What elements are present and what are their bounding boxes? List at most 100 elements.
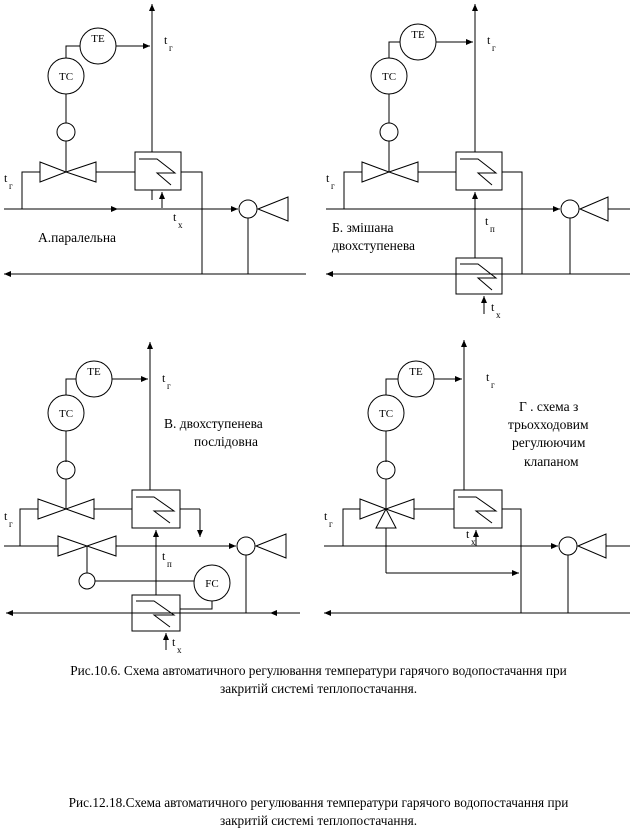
valve-actuator	[78, 572, 96, 590]
signal-line	[385, 378, 398, 395]
caption-line: Рис.12.18.Схема автоматичного регулюванн…	[68, 795, 569, 810]
signal-line	[65, 45, 80, 58]
tc-label: TC	[59, 408, 73, 420]
t-subscript: г	[492, 43, 496, 53]
heat-exchanger-coil	[458, 496, 498, 524]
t-subscript: х	[471, 537, 476, 547]
scheme-b-label-1: Б. змішана	[332, 220, 394, 235]
scheme-a-label: А.паралельна	[38, 230, 116, 245]
t-subscript: г	[9, 519, 13, 529]
control-valve	[39, 161, 68, 183]
check-valve	[576, 533, 607, 559]
check-valve	[254, 533, 287, 559]
supply-branch	[19, 508, 38, 546]
signal-line	[388, 41, 400, 58]
te-label: TE	[409, 366, 423, 378]
t-subscript: г	[167, 381, 171, 391]
valve-actuator	[376, 460, 396, 480]
t-label: t	[491, 300, 495, 314]
pump	[558, 536, 578, 556]
control-valve	[387, 161, 419, 183]
scheme-v-label-1: В. двохступенева	[164, 416, 263, 431]
pipe	[502, 508, 522, 613]
control-valve	[361, 161, 391, 183]
t-label: t	[326, 171, 330, 185]
caption-line: закритій системі теплопостачання.	[219, 813, 418, 828]
scheme-g-label-2: трьохходовим	[508, 417, 589, 432]
tc-label: TC	[59, 71, 73, 83]
scheme-v-label-2: послідовна	[194, 434, 258, 449]
pipe	[181, 171, 203, 274]
t-subscript: х	[178, 220, 183, 230]
heat-exchanger	[455, 257, 503, 295]
supply-branch	[342, 508, 360, 546]
heat-exchanger-coil	[460, 158, 498, 186]
check-valve	[578, 196, 609, 222]
t-label: t	[487, 33, 491, 47]
scheme-b-label-2: двохступенева	[332, 238, 415, 253]
t-label: t	[4, 171, 8, 185]
pipe	[502, 171, 523, 274]
scheme-g-label-3: регулюючим	[512, 435, 586, 450]
scheme-g: TE t г TC t х t г Г . схема з	[324, 340, 630, 616]
caption-line: Рис.10.6. Схема автоматичного регулюванн…	[70, 663, 567, 678]
caption-line: закритій системі теплопостачання.	[219, 681, 418, 696]
fc-label: FC	[205, 578, 218, 590]
heat-exchanger	[134, 151, 182, 191]
t-subscript: г	[331, 181, 335, 191]
supply-branch	[21, 171, 40, 209]
te-label: TE	[87, 366, 101, 378]
t-label: t	[172, 635, 176, 649]
control-valve	[85, 535, 117, 557]
t-subscript: г	[329, 519, 333, 529]
t-label: t	[486, 370, 490, 384]
t-label: t	[162, 371, 166, 385]
t-label: t	[4, 509, 8, 523]
t-subscript: п	[167, 559, 172, 569]
signal-line	[65, 378, 76, 395]
pump	[560, 199, 580, 219]
signal-line	[180, 601, 213, 610]
supply-branch	[343, 171, 362, 209]
tc-label: TC	[382, 71, 396, 83]
control-valve	[64, 161, 97, 183]
heat-exchanger-coil	[136, 600, 176, 628]
heat-exchanger	[131, 489, 181, 529]
scheme-b: TE t г TC t г t п t х	[326, 4, 630, 320]
control-valve	[57, 535, 89, 557]
control-valve	[37, 498, 68, 520]
t-label: t	[485, 214, 489, 228]
tc-label: TC	[379, 408, 393, 420]
t-subscript: г	[491, 380, 495, 390]
t-label: t	[466, 527, 470, 541]
scheme-v: TE t г TC t г FC	[4, 342, 300, 655]
t-subscript: г	[9, 181, 13, 191]
heat-exchanger-coil	[139, 158, 177, 186]
heat-exchanger-coil	[136, 496, 176, 524]
t-label: t	[173, 210, 177, 224]
te-label: TE	[91, 33, 105, 45]
valve-actuator	[56, 460, 76, 480]
t-subscript: х	[177, 645, 182, 655]
figure-caption-second: Рис.12.18.Схема автоматичного регулюванн…	[0, 794, 637, 830]
pump	[236, 536, 256, 556]
t-subscript: г	[169, 43, 173, 53]
check-valve	[256, 196, 289, 222]
heat-exchanger	[455, 151, 503, 191]
te-label: TE	[411, 29, 425, 41]
scheme-a: TE t г TC t х t г А.паралельна	[3, 4, 306, 277]
control-valve	[64, 498, 95, 520]
t-label: t	[324, 509, 328, 523]
scheme-g-label-4: клапаном	[524, 454, 579, 469]
scheme-g-label-1: Г . схема з	[519, 399, 578, 414]
figure-caption-first: Рис.10.6. Схема автоматичного регулюванн…	[0, 662, 637, 698]
pump	[238, 199, 258, 219]
heat-exchanger-coil	[460, 263, 498, 291]
valve-actuator	[379, 122, 399, 142]
valve-actuator	[56, 122, 76, 142]
t-subscript: х	[496, 310, 501, 320]
t-label: t	[164, 33, 168, 47]
t-subscript: п	[490, 224, 495, 234]
heat-exchanger	[453, 489, 503, 529]
